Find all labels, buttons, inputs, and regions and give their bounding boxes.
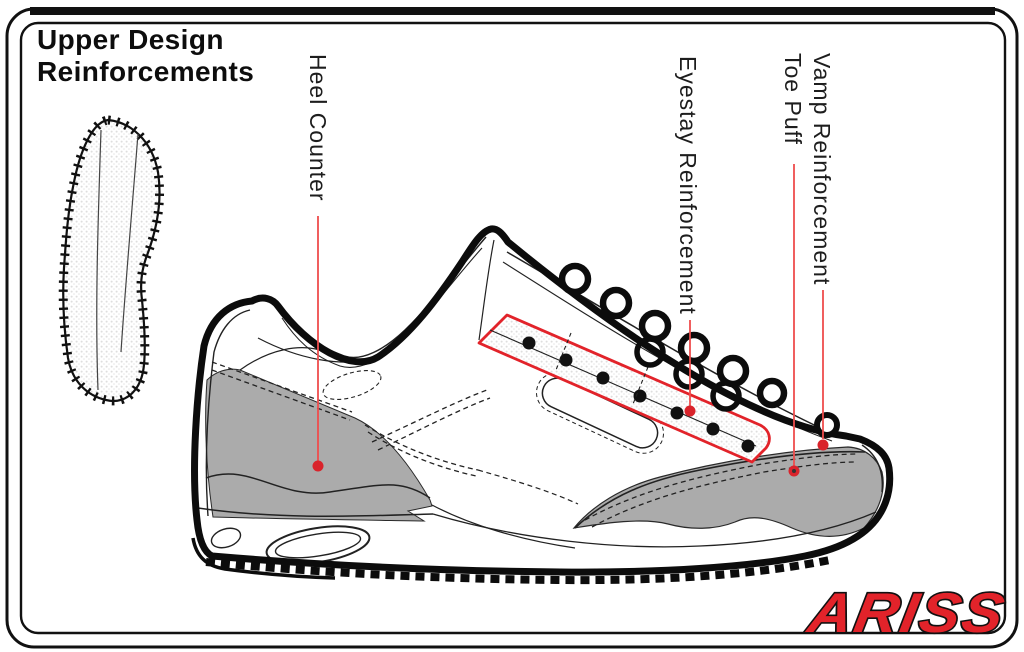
label-heel-counter: Heel Counter bbox=[305, 54, 331, 202]
page-title: Upper Design Reinforcements bbox=[37, 24, 254, 88]
eyestay-dot bbox=[684, 405, 696, 417]
lace-loops bbox=[558, 262, 840, 438]
label-eyestay-reinforcement: Eyestay Reinforcement bbox=[675, 56, 701, 315]
sneaker-illustration bbox=[191, 225, 894, 585]
page-frame bbox=[5, 7, 1019, 649]
heel-counter-dot bbox=[312, 460, 324, 472]
label-vamp-reinforcement: Vamp Reinforcement bbox=[809, 53, 835, 286]
sole-print bbox=[58, 115, 165, 406]
vamp-leader bbox=[817, 290, 829, 451]
eyestay-leader bbox=[684, 320, 696, 417]
toe-cap-panel bbox=[572, 446, 884, 537]
eyestay-band bbox=[477, 313, 771, 464]
title-line-1: Upper Design bbox=[37, 24, 224, 55]
title-line-2: Reinforcements bbox=[37, 56, 255, 88]
annotation-leaders bbox=[312, 164, 829, 477]
vamp-dot bbox=[817, 439, 829, 451]
heel-counter-leader bbox=[312, 216, 324, 472]
toe-puff-leader bbox=[788, 164, 800, 477]
shoe-outline bbox=[191, 225, 894, 576]
brand-logo: ARISS bbox=[802, 581, 1011, 644]
eyelets bbox=[522, 336, 755, 453]
label-toe-puff: Toe Puff bbox=[780, 53, 806, 145]
